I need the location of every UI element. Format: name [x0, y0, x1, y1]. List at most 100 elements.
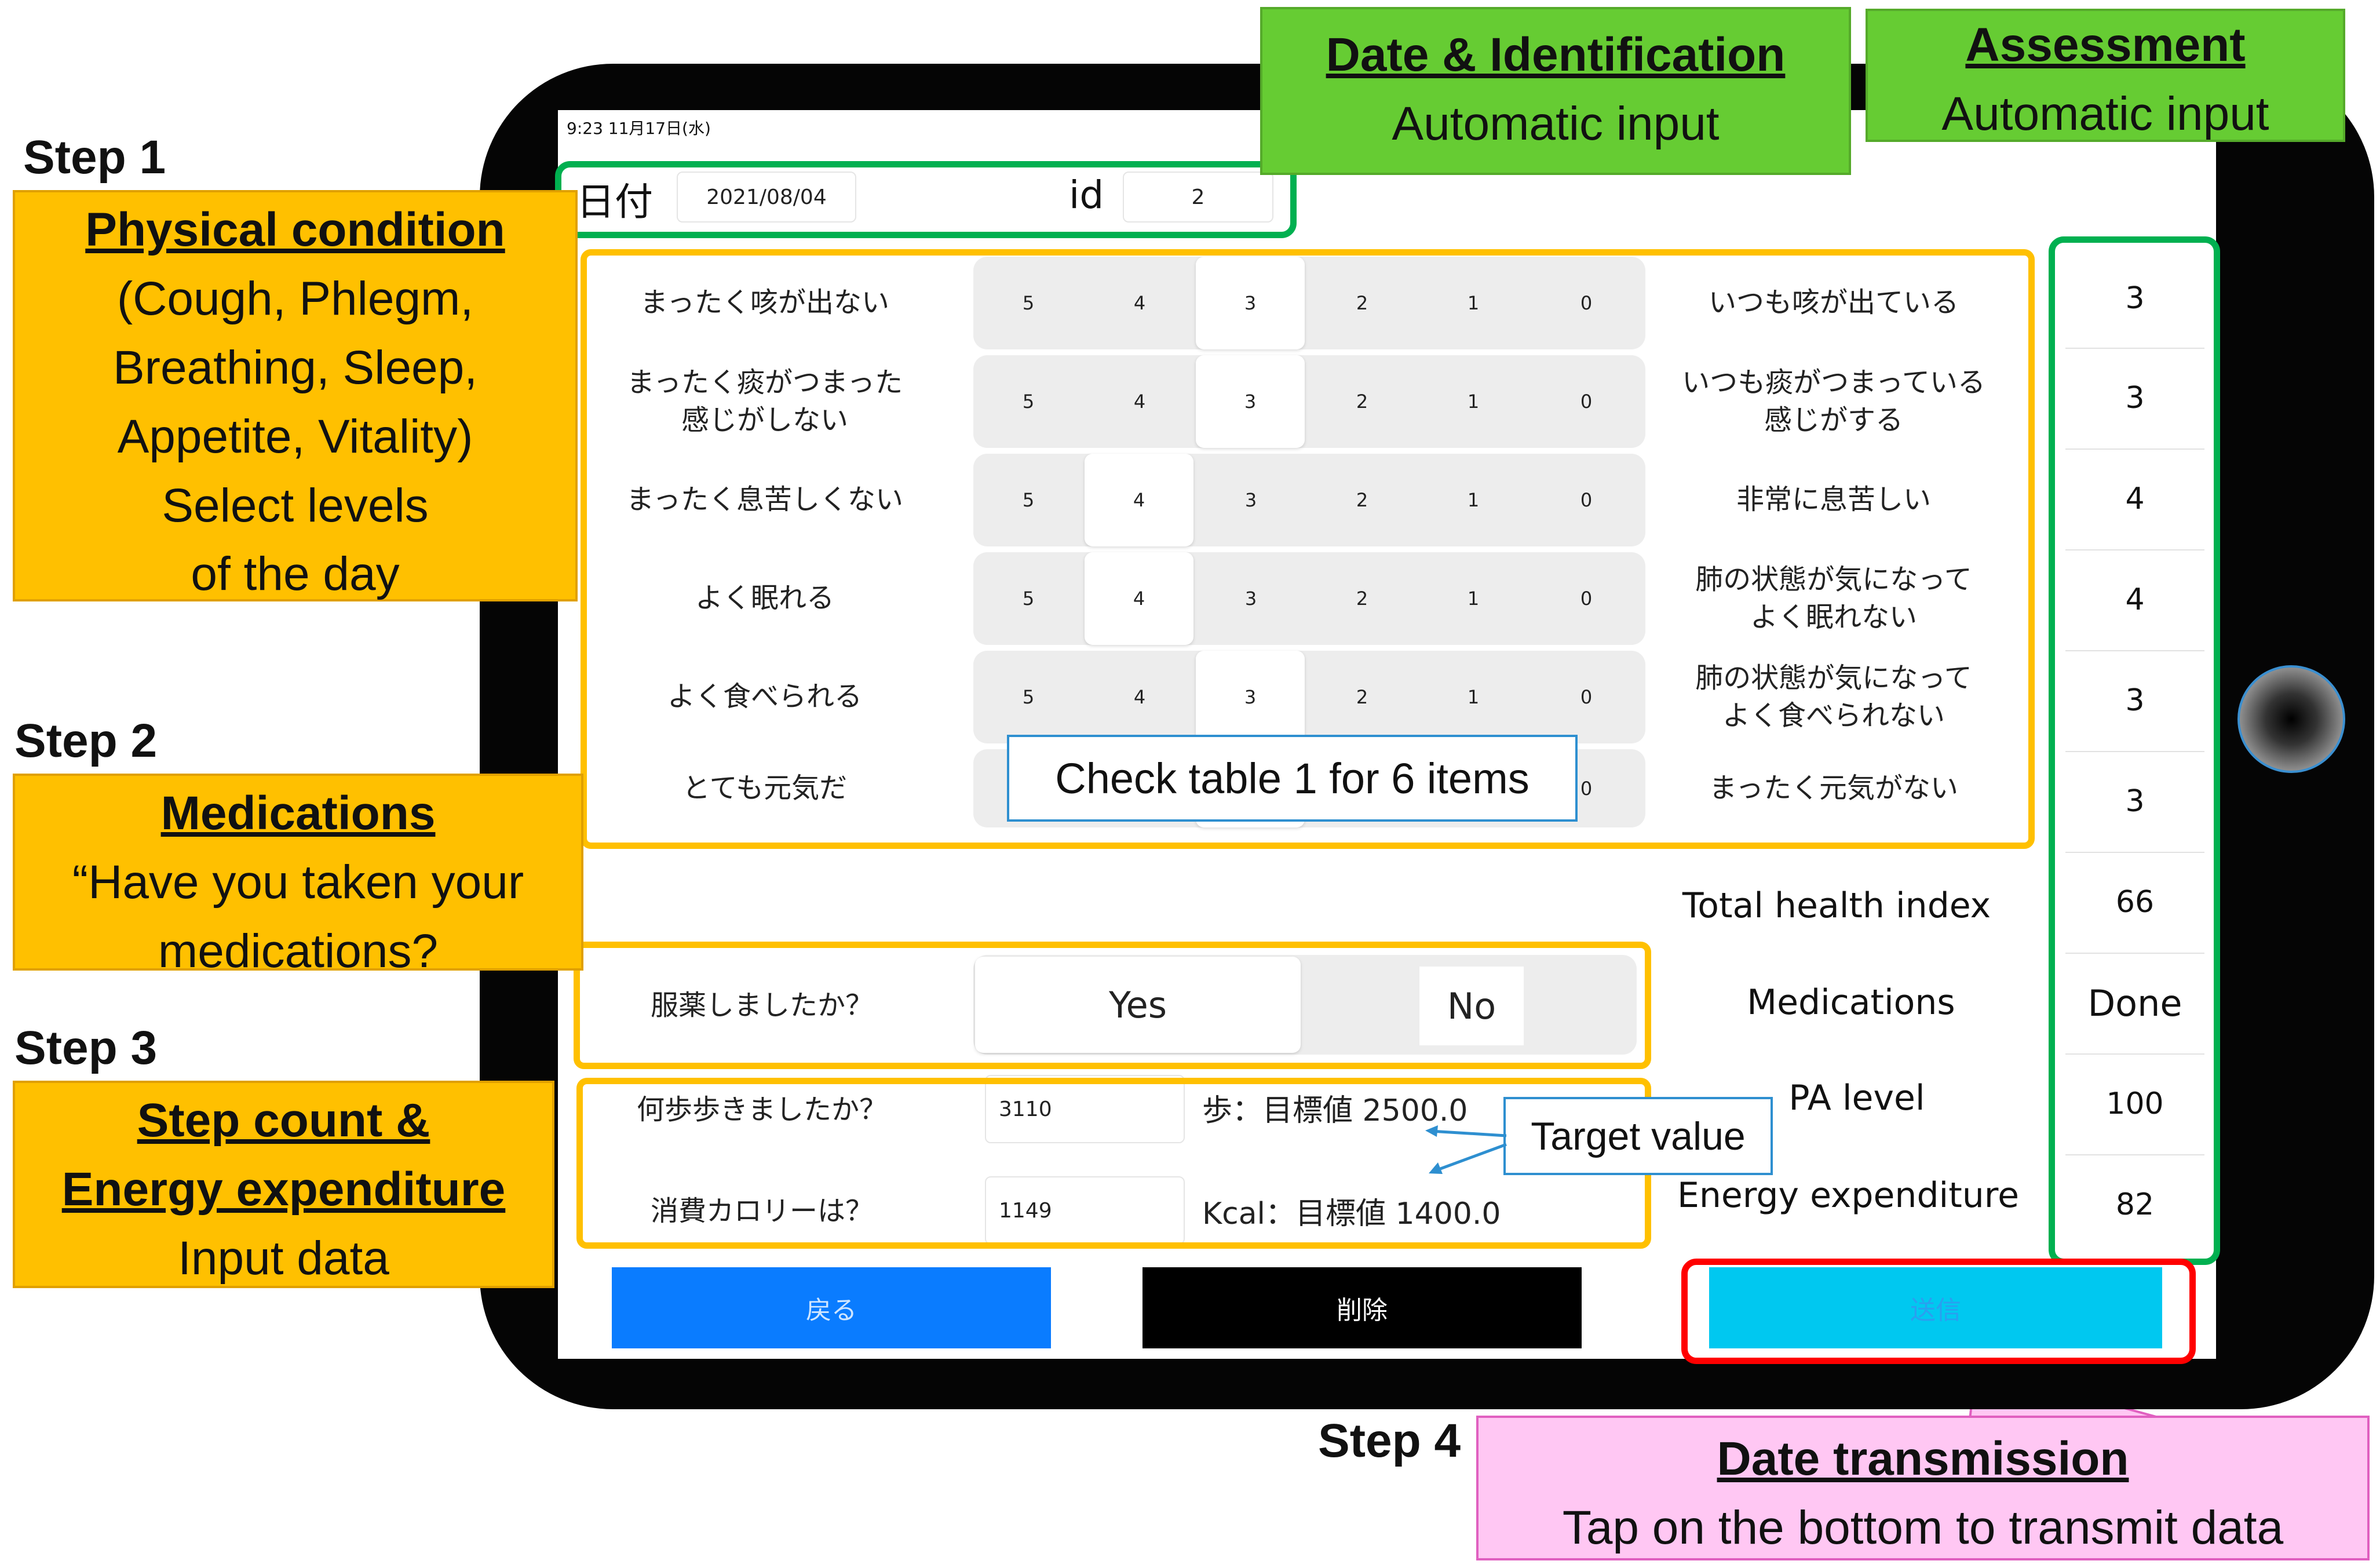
scale-option-0[interactable]: 0	[1580, 777, 1593, 800]
calories-input[interactable]: 1149	[985, 1176, 1185, 1245]
check-table-note: Check table 1 for 6 items	[1007, 735, 1578, 822]
date-id-highlight-frame	[555, 161, 1297, 238]
question-right-text: 肺の状態が気になって よく眠れない	[1695, 563, 1972, 633]
assessment-callout: Assessment Automatic input	[1866, 9, 2345, 142]
scale-option-1[interactable]: 1	[1467, 686, 1480, 708]
step1-callout-line: of the day	[191, 548, 400, 601]
scale-option-0[interactable]: 0	[1580, 489, 1593, 511]
question-right-text: まったく元気がない	[1709, 771, 1959, 804]
step2-callout-line: medications?	[158, 924, 439, 978]
steps-question: 何歩歩きましたか？	[636, 1093, 887, 1126]
id-label: id	[1069, 173, 1104, 217]
back-button[interactable]: 戻る	[612, 1267, 1051, 1348]
divider	[2065, 650, 2204, 651]
assessment-score-cough: 3	[2125, 281, 2145, 316]
step3-callout-title: Step count &	[137, 1094, 430, 1147]
send-highlight-frame	[1681, 1259, 2196, 1364]
date-id-callout: Date & Identification Automatic input	[1260, 7, 1851, 175]
divider	[2065, 549, 2204, 550]
pa-level-label: PA level	[1788, 1078, 1925, 1118]
step1-callout-title: Physical condition	[85, 203, 505, 256]
step1-callout: Physical condition (Cough, Phlegm, Breat…	[13, 190, 578, 601]
scale-option-2[interactable]: 2	[1356, 391, 1368, 413]
scale-option-3[interactable]: 3	[1244, 588, 1257, 610]
step2-callout: Medications “Have you taken your medicat…	[13, 774, 583, 978]
home-button[interactable]	[2237, 665, 2345, 773]
scale-option-4[interactable]: 4	[1133, 391, 1146, 413]
question-right-text: 非常に息苦しい	[1736, 483, 1931, 516]
scale-option-1[interactable]: 1	[1467, 588, 1480, 610]
steps-target: 歩：目標値 2500.0	[1202, 1093, 1468, 1128]
question-left-text: まったく痰がつまった 感じがしない	[626, 366, 903, 436]
scale-option-4[interactable]: 4	[1133, 292, 1146, 314]
scale-option-0[interactable]: 0	[1580, 391, 1593, 413]
step2-callout-title: Medications	[160, 787, 436, 840]
scale-selector[interactable]	[973, 257, 1645, 349]
scale-option-0[interactable]: 0	[1580, 588, 1593, 610]
assessment-score-phlegm: 3	[2125, 381, 2145, 415]
scale-option-3-selected[interactable]: 3	[1196, 651, 1305, 743]
scale-option-2[interactable]: 2	[1356, 686, 1368, 708]
scale-option-1[interactable]: 1	[1467, 391, 1480, 413]
assessment-score-vitality: 3	[2125, 784, 2145, 819]
scale-option-4[interactable]: 4	[1133, 686, 1146, 708]
id-field[interactable]: 2	[1123, 172, 1273, 223]
divider	[2065, 348, 2204, 349]
divider	[2065, 751, 2204, 752]
scale-selector[interactable]	[973, 355, 1645, 448]
step4-callout-title: Date transmission	[1717, 1432, 2129, 1485]
scale-option-1[interactable]: 1	[1467, 292, 1480, 314]
assessment-score-appetite: 3	[2125, 683, 2145, 718]
divider	[2065, 1053, 2204, 1055]
scale-option-1[interactable]: 1	[1467, 489, 1480, 511]
date-id-callout-title: Date & Identification	[1326, 28, 1786, 81]
date-id-callout-line: Automatic input	[1392, 97, 1720, 150]
divider	[2065, 1154, 2204, 1155]
step1-callout-line: Appetite, Vitality)	[117, 410, 473, 463]
scale-option-4-selected[interactable]: 4	[1085, 552, 1193, 645]
scale-option-5[interactable]: 5	[1022, 391, 1035, 413]
question-right-text: いつも咳が出ている	[1708, 286, 1959, 319]
scale-option-2[interactable]: 2	[1356, 489, 1368, 511]
medications-label: Medications	[1747, 982, 1955, 1023]
medication-no-option[interactable]: No	[1419, 967, 1524, 1045]
scale-option-0[interactable]: 0	[1580, 686, 1593, 708]
scale-option-3[interactable]: 3	[1244, 489, 1257, 511]
scale-option-4-selected[interactable]: 4	[1085, 454, 1193, 546]
calories-question: 消費カロリーは？	[650, 1195, 873, 1227]
assessment-callout-line: Automatic input	[1941, 87, 2269, 140]
scale-option-5[interactable]: 5	[1022, 292, 1035, 314]
assessment-score-breathing: 4	[2125, 482, 2145, 516]
energy-expenditure-label: Energy expenditure	[1677, 1175, 2020, 1216]
steps-input[interactable]: 3110	[985, 1075, 1185, 1143]
send-button[interactable]: 送信	[1709, 1267, 2162, 1348]
medication-yes-option[interactable]: Yes	[975, 957, 1301, 1053]
step4-callout: Date transmission Tap on the bottom to t…	[1476, 1416, 2370, 1560]
scale-option-2[interactable]: 2	[1356, 292, 1368, 314]
step1-label: Step 1	[23, 131, 166, 184]
medications-value: Done	[2087, 982, 2182, 1024]
scale-option-5[interactable]: 5	[1022, 489, 1035, 511]
medication-question: 服薬しましたか？	[650, 989, 873, 1022]
step1-callout-line: Breathing, Sleep,	[112, 341, 478, 394]
scale-option-5[interactable]: 5	[1022, 588, 1035, 610]
step3-callout-title: Energy expenditure	[61, 1162, 506, 1216]
step3-label: Step 3	[14, 1022, 158, 1074]
target-value-note: Target value	[1503, 1097, 1773, 1175]
total-health-index-value: 66	[2115, 885, 2155, 920]
date-field[interactable]: 2021/08/04	[677, 172, 856, 223]
scale-option-5[interactable]: 5	[1022, 686, 1035, 708]
scale-option-0[interactable]: 0	[1580, 292, 1593, 314]
medication-highlight-frame	[574, 942, 1651, 1069]
date-label: 日付	[576, 180, 653, 224]
calories-target: Kcal：目標値 1400.0	[1202, 1197, 1501, 1231]
delete-button[interactable]: 削除	[1142, 1267, 1582, 1348]
scale-selector[interactable]	[973, 651, 1645, 743]
question-left-text: まったく咳が出ない	[640, 286, 890, 319]
scale-option-3-selected[interactable]: 3	[1196, 257, 1305, 349]
scale-option-2[interactable]: 2	[1356, 588, 1368, 610]
scale-option-3-selected[interactable]: 3	[1196, 355, 1305, 448]
step4-label: Step 4	[1318, 1414, 1461, 1467]
question-left-text: とても元気だ	[682, 771, 848, 804]
assessment-score-sleep: 4	[2125, 582, 2145, 617]
